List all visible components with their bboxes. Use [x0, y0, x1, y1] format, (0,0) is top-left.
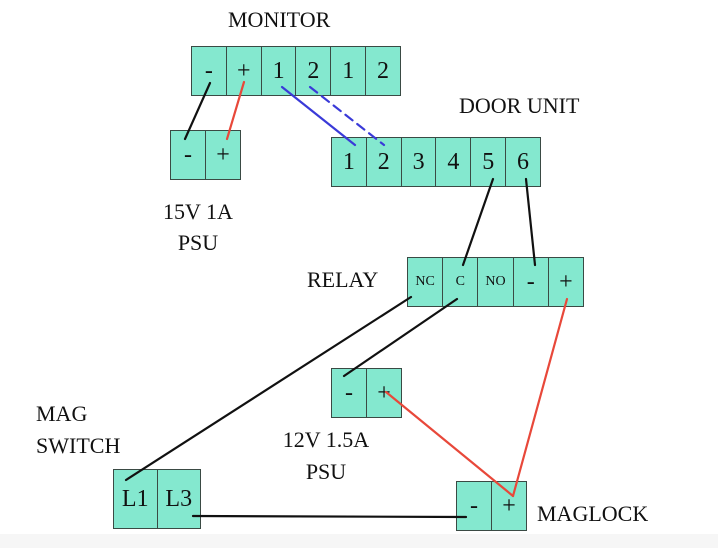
monitor-terminal-1a: 1	[262, 47, 297, 95]
monitor-terminal-minus: -	[192, 47, 227, 95]
monitor-title: MONITOR	[228, 7, 331, 32]
door-unit-terminal-2: 2	[367, 138, 402, 186]
relay-title: RELAY	[307, 267, 379, 292]
door-unit-terminal-5: 5	[471, 138, 507, 186]
psu-12v-terminal-minus: -	[332, 369, 367, 417]
wire-relay-c-to-psu-12v-	[342, 297, 459, 378]
wire-relay--to-maglock-	[511, 297, 569, 498]
mag-switch-terminal-l1: L1	[114, 470, 158, 528]
relay-terminal-c: C	[443, 258, 479, 306]
wire-monitor--to-psu-15v-	[183, 81, 212, 141]
psu-12v-terminal-block: - +	[331, 368, 402, 418]
monitor-terminal-block: - + 1 2 1 2	[191, 46, 401, 96]
monitor-terminal-2a: 2	[296, 47, 332, 95]
mag-switch-title-line1: MAG	[36, 401, 88, 426]
psu-15v-terminal-minus: -	[171, 131, 206, 179]
monitor-terminal-plus: +	[227, 47, 262, 95]
wire-monitor--to-psu-15v-	[225, 80, 246, 141]
psu-12v-title-line2: PSU	[305, 459, 347, 484]
relay-terminal-nc: NC	[408, 258, 444, 306]
maglock-terminal-plus: +	[502, 492, 516, 519]
door-unit-terminal-3: 3	[402, 138, 437, 186]
relay-terminal-no: NO	[478, 258, 514, 306]
door-unit-terminal-1: 1	[332, 138, 367, 186]
mag-switch-title-line2: SWITCH	[36, 433, 121, 458]
wire-door-unit-6-to-relay-	[524, 177, 537, 267]
monitor-terminal-1b: 1	[331, 47, 367, 95]
maglock-terminal-minus: -	[457, 482, 492, 530]
wire-monitor-1-to-door-unit-1	[280, 85, 357, 147]
psu-12v-title-line1: 12V 1.5A	[282, 427, 370, 452]
monitor-terminal-2b: 2	[377, 57, 390, 84]
psu-12v-terminal-plus: +	[377, 379, 391, 406]
maglock-title: MAGLOCK	[537, 501, 649, 526]
relay-terminal-block: NC C NO - +	[407, 257, 584, 307]
wire-monitor-2-to-door-unit-2	[308, 85, 386, 147]
door-unit-title: DOOR UNIT	[459, 93, 580, 118]
mag-switch-terminal-l3: L3	[165, 485, 193, 512]
wire-relay-nc-to-mag-switch-l1	[124, 295, 413, 482]
psu-15v-title-line2: PSU	[177, 230, 219, 255]
door-unit-terminal-block: 1 2 3 4 5 6	[331, 137, 541, 187]
door-unit-terminal-6: 6	[517, 148, 530, 175]
door-unit-terminal-4: 4	[436, 138, 472, 186]
psu-15v-terminal-block: - +	[170, 130, 241, 180]
relay-terminal-plus: +	[559, 268, 573, 295]
relay-terminal-minus: -	[514, 258, 549, 306]
psu-15v-title-line1: 15V 1A	[163, 199, 233, 224]
mag-switch-terminal-block: L1 L3	[113, 469, 201, 529]
wire-door-unit-5-to-relay-c	[461, 177, 495, 267]
psu-15v-terminal-plus: +	[216, 141, 230, 168]
bottom-band	[0, 534, 718, 548]
wire-psu-12v--to-maglock-	[384, 390, 515, 498]
wire-mag-switch-l3-to-maglock-	[191, 514, 468, 519]
